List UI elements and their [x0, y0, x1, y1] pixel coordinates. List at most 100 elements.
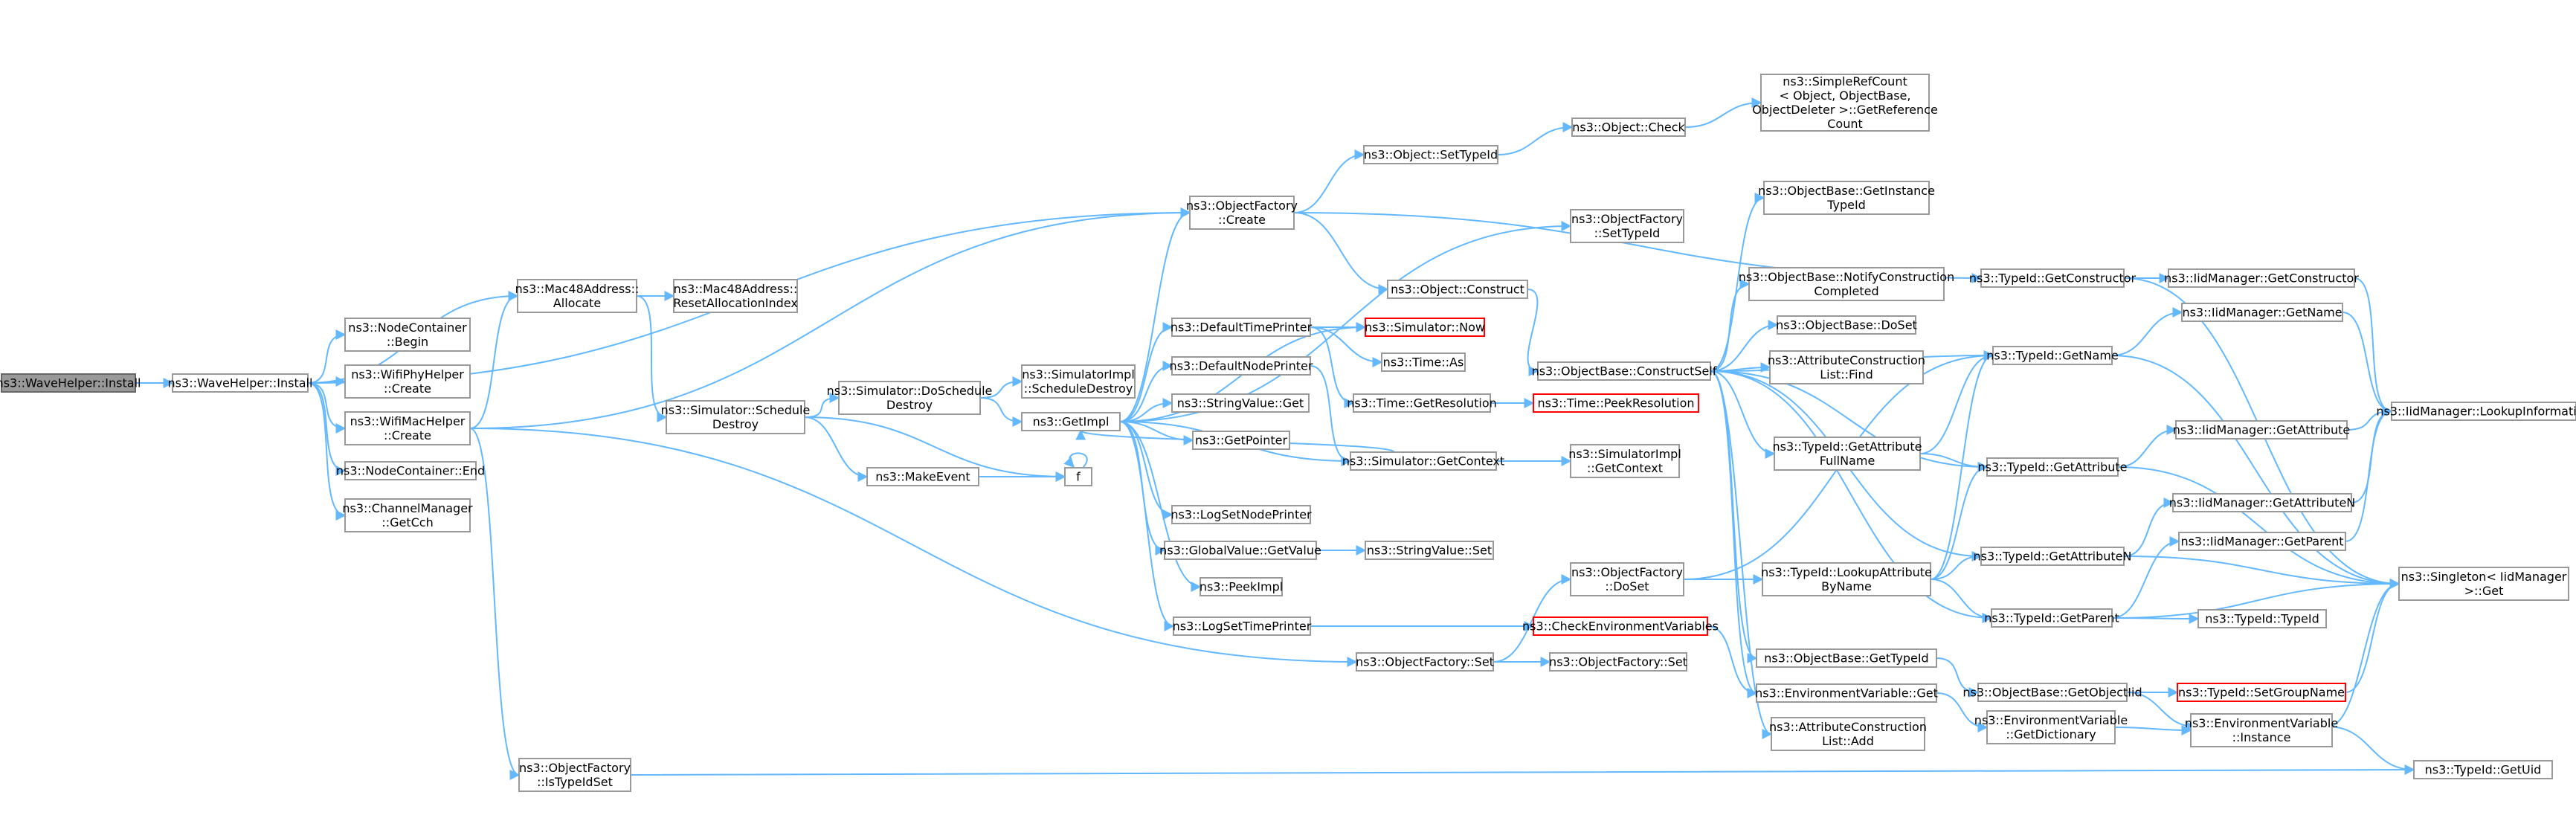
node-wh-install[interactable]: ns3::WaveHelper::Install — [168, 373, 313, 393]
node-tid-getattributen[interactable]: ns3::TypeId::GetAttributeN — [1974, 547, 2132, 566]
node-mac48-reset[interactable]: ns3::Mac48Address::ResetAllocationIndex — [673, 279, 798, 313]
node-iid-getattribute[interactable]: ns3::IidManager::GetAttribute — [2173, 420, 2351, 440]
node-tid-typeid[interactable]: ns3::TypeId::TypeId — [2197, 609, 2327, 628]
edge-ob-constructself-to-acl-add — [1710, 370, 1773, 739]
node-of-settypeid[interactable]: ns3::ObjectFactory::SetTypeId — [1570, 209, 1684, 243]
node-ob-constructself[interactable]: ns3::ObjectBase::ConstructSelf — [1532, 361, 1717, 381]
node-ob-gettypeid[interactable]: ns3::ObjectBase::GetTypeId — [1756, 648, 1937, 668]
node-box — [1173, 616, 1311, 636]
node-nc-begin[interactable]: ns3::NodeContainer::Begin — [344, 318, 471, 352]
node-f[interactable]: f — [1064, 467, 1092, 486]
node-box — [344, 461, 477, 480]
edge-ob-getobjecttid-to-tid-setparent — [2126, 692, 2197, 732]
node-wifiphy-create[interactable]: ns3::WifiPhyHelper::Create — [344, 364, 471, 399]
node-getimpl[interactable]: ns3::GetImpl — [1021, 412, 1121, 431]
node-check-env-vars[interactable]: ns3::CheckEnvironmentVariables — [1522, 616, 1719, 636]
node-label: Completed — [1814, 284, 1878, 298]
node-makeevent[interactable]: ns3::MakeEvent — [866, 467, 979, 486]
node-iid-getname[interactable]: ns3::IidManager::GetName — [2181, 303, 2343, 322]
node-tid-getname[interactable]: ns3::TypeId::GetName — [1986, 346, 2119, 365]
node-tid-setgroupname[interactable]: ns3::TypeId::SetGroupName — [2177, 683, 2346, 702]
node-time-getresolution[interactable]: ns3::Time::GetResolution — [1347, 393, 1497, 413]
node-of-create[interactable]: ns3::ObjectFactory::Create — [1186, 196, 1298, 230]
node-getpointer[interactable]: ns3::GetPointer — [1192, 431, 1290, 450]
node-root[interactable]: ns3::WaveHelper::Install — [0, 373, 141, 393]
node-label: ns3::WaveHelper::Install — [0, 376, 141, 390]
node-sim-getcontext[interactable]: ns3::Simulator::GetContext — [1342, 451, 1504, 471]
node-tid-getuid[interactable]: ns3::TypeId::GetUid — [2413, 760, 2553, 779]
node-log-set-node-printer[interactable]: ns3::LogSetNodePrinter — [1171, 505, 1312, 524]
node-ob-doset[interactable]: ns3::ObjectBase::DoSet — [1776, 315, 1917, 335]
node-box — [838, 381, 981, 415]
node-label: ns3::DefaultNodePrinter — [1170, 359, 1313, 373]
node-gv-getvalue[interactable]: ns3::GlobalValue::GetValue — [1159, 541, 1321, 560]
node-box — [1064, 467, 1092, 486]
node-wifimac-create[interactable]: ns3::WifiMacHelper::Create — [344, 411, 471, 445]
node-of-istypeidset[interactable]: ns3::ObjectFactory::IsTypeIdSet — [518, 758, 631, 792]
node-peekimpl[interactable]: ns3::PeekImpl — [1200, 577, 1283, 596]
node-simimpl-getcontext[interactable]: ns3::SimulatorImpl::GetContext — [1568, 444, 1681, 478]
node-sim-schedule-destroy[interactable]: ns3::Simulator::ScheduleDestroy — [661, 400, 811, 434]
node-label: ns3::ObjectFactory — [1186, 199, 1298, 213]
node-mac48-alloc[interactable]: ns3::Mac48Address::Allocate — [515, 279, 640, 313]
node-of-set[interactable]: ns3::ObjectFactory::Set — [1356, 652, 1494, 672]
node-obj-check[interactable]: ns3::Object::Check — [1571, 117, 1686, 137]
edge-iid-getparent-to-iid-lookupinformation — [2345, 406, 2393, 542]
node-label: ns3::ObjectBase::NotifyConstruction — [1739, 270, 1954, 284]
node-label: ns3::WaveHelper::Install — [168, 376, 313, 390]
edge-tid-getattribute-to-singleton-get — [2117, 466, 2400, 589]
node-singleton-get[interactable]: ns3::Singleton< IidManager>::Get — [2398, 567, 2569, 601]
node-iid-getconstructor[interactable]: ns3::IidManager::GetConstructor — [2164, 268, 2359, 288]
node-of-doset[interactable]: ns3::ObjectFactory::DoSet — [1570, 562, 1684, 596]
node-log-set-time-printer[interactable]: ns3::LogSetTimePrinter — [1173, 616, 1312, 636]
node-iid-getparent[interactable]: ns3::IidManager::GetParent — [2178, 532, 2346, 551]
edge-getimpl-to-default-node-printer — [1119, 361, 1173, 422]
node-box — [1021, 412, 1121, 431]
node-chan-getcch[interactable]: ns3::ChannelManager::GetCch — [342, 498, 473, 532]
node-nc-end[interactable]: ns3::NodeContainer::End — [336, 461, 485, 480]
node-label: ns3::AttributeConstruction — [1769, 720, 1927, 734]
node-simimpl-schedule-destroy[interactable]: ns3::SimulatorImpl::ScheduleDestroy — [1021, 364, 1136, 399]
node-obj-settypeid[interactable]: ns3::Object::SetTypeId — [1363, 145, 1498, 164]
node-tid-getparent[interactable]: ns3::TypeId::GetParent — [1984, 608, 2119, 628]
node-default-time-printer[interactable]: ns3::DefaultTimePrinter — [1171, 318, 1313, 337]
node-label: ns3::Time::As — [1383, 355, 1464, 370]
node-label: ::GetDictionary — [2006, 727, 2096, 741]
node-obj-construct[interactable]: ns3::Object::Construct — [1387, 280, 1528, 299]
node-time-peekresolution[interactable]: ns3::Time::PeekResolution — [1533, 393, 1699, 413]
node-tid-getattribute[interactable]: ns3::TypeId::GetAttribute — [1977, 457, 2128, 477]
node-ob-notifyconstruction[interactable]: ns3::ObjectBase::NotifyConstructionCompl… — [1739, 267, 1954, 301]
edge-obj-check-to-simplerefcount — [1684, 97, 1762, 128]
node-stringvalue-set[interactable]: ns3::StringValue::Set — [1365, 541, 1494, 560]
node-box — [1533, 616, 1708, 636]
edge-default-time-printer-to-time-as — [1310, 326, 1383, 367]
node-label: ns3::NodeContainer::End — [336, 464, 485, 478]
node-env-getdictionary[interactable]: ns3::EnvironmentVariable::GetDictionary — [1974, 710, 2128, 744]
node-tid-getconstructor[interactable]: ns3::TypeId::GetConstructor — [1969, 268, 2137, 288]
node-env-instance[interactable]: ns3::EnvironmentVariable::Instance — [2185, 713, 2338, 747]
node-stringvalue-get[interactable]: ns3::StringValue::Get — [1171, 393, 1310, 413]
node-box — [1756, 683, 1937, 703]
edge-sim-schedule-destroy-to-f — [804, 416, 1066, 482]
node-sim-now[interactable]: ns3::Simulator::Now — [1365, 318, 1485, 337]
node-simplerefcount[interactable]: ns3::SimpleRefCount< Object, ObjectBase,… — [1752, 74, 1938, 132]
node-time-as[interactable]: ns3::Time::As — [1381, 352, 1466, 372]
node-of-set2[interactable]: ns3::ObjectFactory::Set — [1549, 652, 1687, 672]
node-box — [518, 758, 631, 792]
node-label: ::Create — [384, 428, 431, 442]
node-label: ns3::TypeId::GetAttribute — [1977, 460, 2127, 474]
edge-iid-getconstructor-to-iid-lookupinformation — [2354, 277, 2393, 416]
node-iid-getattributen[interactable]: ns3::IidManager::GetAttributeN — [2169, 493, 2356, 512]
node-ob-getobjecttid[interactable]: ns3::ObjectBase::GetObjectIid — [1962, 683, 2142, 702]
edge-of-set-to-of-doset — [1493, 574, 1572, 663]
node-default-node-printer[interactable]: ns3::DefaultNodePrinter — [1170, 356, 1313, 376]
node-label: ns3::ObjectFactory — [1571, 565, 1683, 579]
node-iid-lookupinformation[interactable]: ns3::IidManager::LookupInformation — [2376, 402, 2576, 421]
node-env-get[interactable]: ns3::EnvironmentVariable::Get — [1755, 683, 1938, 703]
